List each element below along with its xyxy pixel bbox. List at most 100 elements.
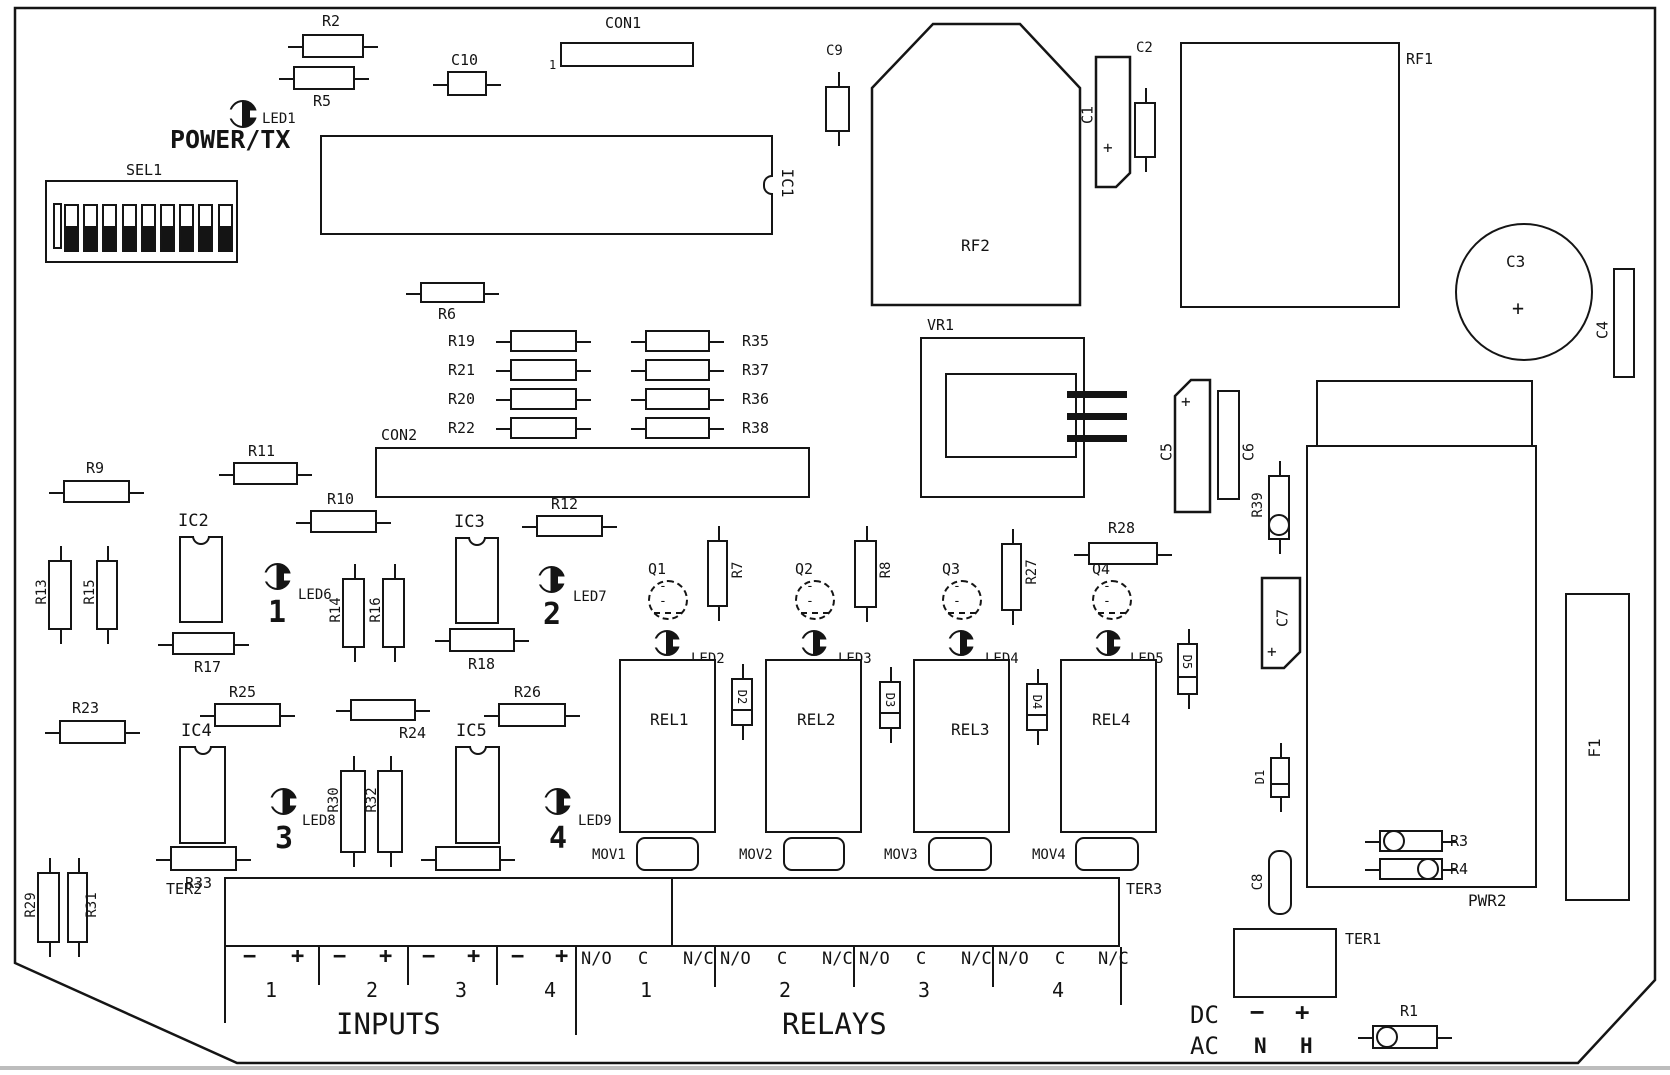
label-R39: R39 bbox=[1250, 492, 1266, 518]
resistor-R4 bbox=[1365, 858, 1457, 880]
resistor-R30 bbox=[340, 756, 366, 867]
label-R6: R6 bbox=[438, 305, 457, 323]
label-C3-plus: + bbox=[1512, 296, 1525, 320]
label-R23: R23 bbox=[72, 699, 100, 717]
capacitor-C3 bbox=[1455, 223, 1593, 361]
transistor-Q2 bbox=[795, 580, 835, 620]
label-C1-plus: + bbox=[1103, 138, 1113, 157]
label-R37: R37 bbox=[742, 361, 770, 379]
scan-edge bbox=[0, 1066, 1670, 1070]
label-C5: C5 bbox=[1157, 442, 1176, 462]
relay-REL2 bbox=[765, 659, 862, 833]
label-REL2: REL2 bbox=[797, 710, 836, 729]
resistor-R20 bbox=[496, 388, 591, 410]
varistor-MOV2 bbox=[783, 837, 845, 871]
dip-switch-lever-6 bbox=[160, 204, 175, 252]
resistor-R38 bbox=[631, 417, 724, 439]
label-C8: C8 bbox=[1250, 873, 1266, 891]
label-R7: R7 bbox=[730, 561, 746, 579]
label-LED9: LED9 bbox=[578, 813, 612, 829]
transistor-Q1 bbox=[648, 580, 688, 620]
connector-CON1 bbox=[560, 42, 694, 67]
resistor-R37 bbox=[631, 359, 724, 381]
label-R28: R28 bbox=[1108, 519, 1136, 537]
ic-IC5 bbox=[455, 746, 500, 844]
label-R13: R13 bbox=[34, 579, 50, 605]
divider-relays-3 bbox=[992, 947, 994, 987]
led-LED4 bbox=[948, 630, 974, 656]
divider-inputs-2 bbox=[407, 947, 409, 985]
label-PWR2: PWR2 bbox=[1468, 891, 1507, 910]
label-R27: R27 bbox=[1024, 559, 1040, 585]
resistor-R31 bbox=[67, 858, 88, 957]
label-R8: R8 bbox=[878, 561, 894, 579]
label-AC: AC bbox=[1190, 1032, 1219, 1060]
label-MOV1: MOV1 bbox=[592, 847, 626, 863]
label-rel3-nc: N/C bbox=[961, 949, 992, 969]
resistor-R23 bbox=[45, 720, 140, 744]
led-LED3 bbox=[801, 630, 827, 656]
label-R20: R20 bbox=[448, 390, 476, 408]
relay-REL4 bbox=[1060, 659, 1157, 833]
divider-inputs-relays bbox=[575, 947, 577, 1035]
resistor-R21 bbox=[496, 359, 591, 381]
label-in3-minus: − bbox=[422, 944, 436, 969]
label-in1-minus: − bbox=[243, 944, 257, 969]
ic-IC2 bbox=[179, 536, 223, 623]
varistor-MOV3 bbox=[928, 837, 992, 871]
label-C3: C3 bbox=[1506, 252, 1526, 271]
label-in2-minus: − bbox=[333, 944, 347, 969]
varistor-MOV1 bbox=[636, 837, 699, 871]
dip-switch-lever-2 bbox=[83, 204, 99, 252]
capacitor-C5 bbox=[1173, 378, 1212, 514]
label-R26: R26 bbox=[514, 683, 542, 701]
resistor-R5 bbox=[279, 66, 369, 90]
label-C4: C4 bbox=[1593, 320, 1612, 340]
label-D3: D3 bbox=[883, 692, 897, 708]
divider-relays-2 bbox=[853, 947, 855, 987]
label-TER3: TER3 bbox=[1126, 880, 1163, 898]
label-R11: R11 bbox=[248, 442, 276, 460]
label-C7-plus: + bbox=[1267, 642, 1277, 661]
label-R16: R16 bbox=[368, 597, 384, 623]
diode-D2 bbox=[731, 664, 753, 740]
resistor-R26 bbox=[484, 703, 580, 727]
resistor-R27 bbox=[1001, 529, 1022, 625]
resistor-R9 bbox=[49, 480, 144, 503]
diode-D3 bbox=[879, 667, 901, 743]
label-Q4: Q4 bbox=[1092, 560, 1111, 578]
label-IC1: IC1 bbox=[778, 168, 797, 198]
label-R32: R32 bbox=[364, 787, 380, 813]
capacitor-C9 bbox=[825, 72, 850, 146]
label-R21: R21 bbox=[448, 361, 476, 379]
label-C1: C1 bbox=[1078, 105, 1097, 125]
terminal-TER2 bbox=[224, 877, 673, 947]
label-LED7: LED7 bbox=[573, 589, 607, 605]
label-R25: R25 bbox=[229, 683, 257, 701]
relay-REL3 bbox=[913, 659, 1010, 833]
label-rel2-c: C bbox=[777, 949, 788, 969]
label-LED6: LED6 bbox=[298, 587, 332, 603]
label-R19: R19 bbox=[448, 332, 476, 350]
label-R1: R1 bbox=[1400, 1002, 1419, 1020]
led-LED6 bbox=[264, 563, 291, 590]
label-rel-group1: 1 bbox=[640, 978, 653, 1002]
label-DC: DC bbox=[1190, 1001, 1219, 1029]
varistor-MOV4 bbox=[1075, 837, 1139, 871]
resistor-R33 bbox=[156, 846, 251, 871]
resistor-R8 bbox=[854, 526, 877, 622]
label-MOV3: MOV3 bbox=[884, 847, 918, 863]
label-input3-num: 3 bbox=[275, 821, 294, 856]
rf-module-RF1 bbox=[1180, 42, 1400, 308]
label-ac-h: H bbox=[1300, 1034, 1313, 1058]
resistor-R39 bbox=[1268, 461, 1290, 554]
resistor-R7 bbox=[707, 526, 728, 621]
resistor-R15 bbox=[96, 546, 118, 644]
capacitor-C8 bbox=[1268, 850, 1292, 915]
label-ac-n: N bbox=[1254, 1034, 1267, 1058]
ic-IC4 bbox=[179, 746, 226, 844]
transistor-Q3 bbox=[942, 580, 982, 620]
connector-CON2 bbox=[375, 447, 810, 498]
resistor-R2 bbox=[288, 34, 378, 58]
